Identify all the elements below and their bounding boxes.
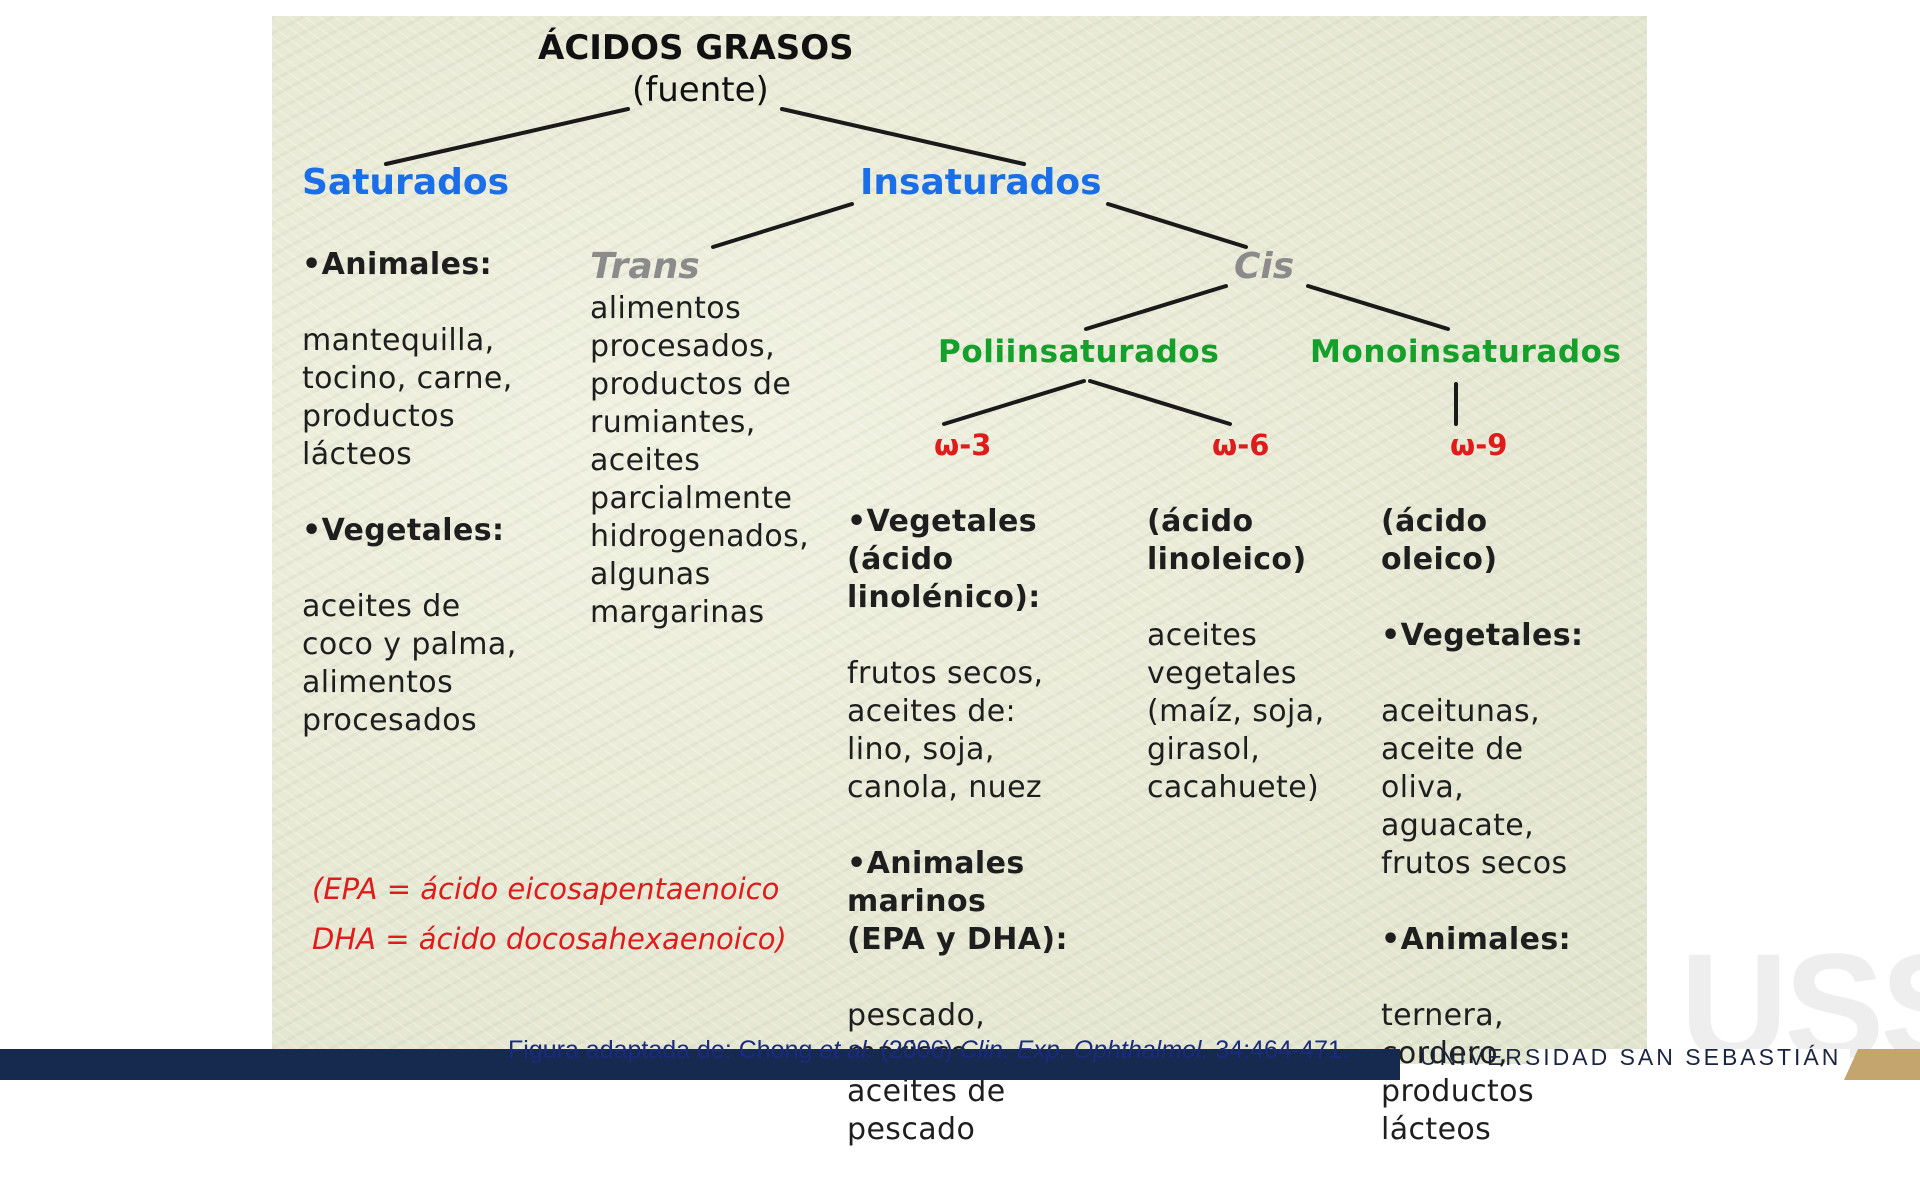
omega9-acid-label: (ácido oleico) xyxy=(1381,504,1498,577)
saturados-vegetales-label: •Vegetales: xyxy=(302,513,505,548)
caption-year: (2006) xyxy=(873,1036,960,1064)
omega6-acid-label: (ácido linoleico) xyxy=(1147,504,1307,577)
saturados-vegetales-text: aceites de coco y palma, alimentos proce… xyxy=(302,589,517,738)
diagram-subtitle: (fuente) xyxy=(632,70,769,110)
omega3-vegetales-label: •Vegetales (ácido linolénico): xyxy=(847,504,1041,615)
trans-heading: Trans xyxy=(590,246,700,287)
footer-brand-strip xyxy=(1530,1049,1850,1080)
cis-heading: Cis xyxy=(1234,246,1295,287)
caption-journal: Clin. Exp. Ophthalmol. xyxy=(959,1036,1209,1064)
line-title-insaturados xyxy=(780,107,1026,166)
line-cis-poli xyxy=(1084,284,1228,331)
slide-panel xyxy=(272,16,1647,1064)
caption-etal: et al. xyxy=(819,1036,874,1064)
omega6-content: (ácido linoleico) aceites vegetales (maí… xyxy=(1147,465,1325,845)
line-title-saturados xyxy=(384,107,630,166)
university-brand: UNIVERSIDAD SAN SEBASTIÁN xyxy=(1420,1044,1842,1070)
omega6-text: aceites vegetales (maíz, soja, girasol, … xyxy=(1147,618,1325,805)
saturados-heading: Saturados xyxy=(302,162,510,203)
line-poli-omega6 xyxy=(1088,379,1232,426)
caption-pages: 34:464-471. xyxy=(1208,1036,1349,1064)
saturados-content: •Animales: mantequilla, tocino, carne, p… xyxy=(302,208,517,778)
poliinsaturados-heading: Poliinsaturados xyxy=(938,334,1220,370)
omega6-label: ω-6 xyxy=(1212,428,1270,462)
caption-prefix: Figura adaptada de: Chong xyxy=(508,1036,820,1064)
trans-text: alimentos procesados, productos de rumia… xyxy=(590,291,810,630)
footer-gold-tab xyxy=(1844,1049,1920,1080)
line-insaturados-trans xyxy=(711,202,854,249)
omega9-label: ω-9 xyxy=(1450,428,1508,462)
epa-dha-note: (EPA = ácido eicosapentaenoico DHA = áci… xyxy=(312,872,787,956)
connector-lines xyxy=(384,107,1458,426)
insaturados-heading: Insaturados xyxy=(860,162,1102,203)
omega3-animales-label: •Animales marinos (EPA y DHA): xyxy=(847,846,1068,957)
saturados-animales-text: mantequilla, tocino, carne, productos lá… xyxy=(302,323,513,472)
line-poli-omega3 xyxy=(942,379,1086,426)
diagram-title: ÁCIDOS GRASOS xyxy=(538,28,854,68)
figure-caption: Figura adaptada de: Chong et al. (2006) … xyxy=(508,1036,1349,1065)
footer-navy-bar xyxy=(0,1049,1400,1080)
line-cis-mono xyxy=(1306,284,1450,331)
omega3-vegetales-text: frutos secos, aceites de: lino, soja, ca… xyxy=(847,656,1044,805)
monoinsaturados-heading: Monoinsaturados xyxy=(1310,334,1622,370)
omega9-animales-label: •Animales: xyxy=(1381,922,1572,957)
saturados-animales-label: •Animales: xyxy=(302,247,493,282)
omega9-vegetales-label: •Vegetales: xyxy=(1381,618,1584,653)
omega3-label: ω-3 xyxy=(934,428,992,462)
line-insaturados-cis xyxy=(1106,202,1248,249)
omega9-vegetales-text: aceitunas, aceite de oliva, aguacate, fr… xyxy=(1381,694,1568,881)
